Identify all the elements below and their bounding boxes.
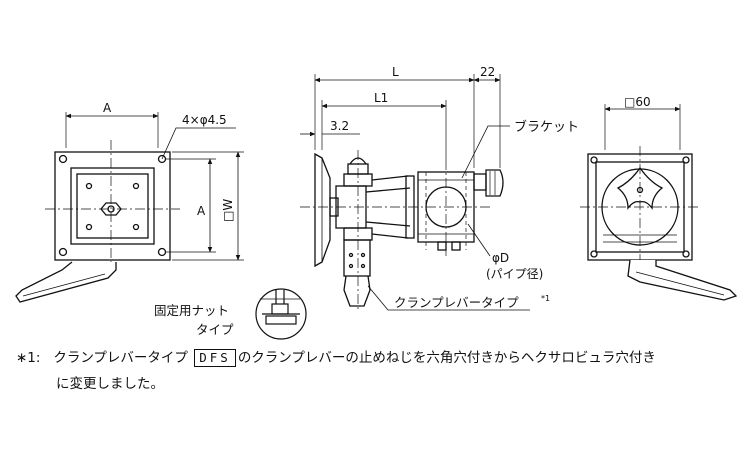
dim-l: L	[392, 65, 399, 79]
label-nut-line2: タイプ	[196, 322, 234, 337]
nut-detail	[255, 288, 307, 340]
label-clamp-note-mark: *1	[541, 294, 550, 303]
label-clamp-lever: クランプレバータイプ	[394, 295, 519, 310]
dim-a-side: A	[197, 204, 206, 218]
dim-hole-spec: 4×φ4.5	[182, 113, 227, 127]
footnote-text-after: のクランプレバーの止めねじを六角穴付きからヘクサロビュラ穴付き	[237, 350, 656, 366]
dim-22: 22	[480, 65, 495, 79]
footnote-mark: ∗1:	[16, 350, 41, 366]
side-view	[300, 74, 530, 312]
label-pipe-dia: (パイプ径)	[486, 267, 543, 281]
label-nut-line1: 固定用ナット	[154, 303, 229, 318]
dim-3-2: 3.2	[330, 119, 349, 133]
dim-w: □W	[221, 199, 235, 222]
product-code-box: DFS	[194, 349, 236, 367]
label-bracket: ブラケット	[514, 119, 579, 135]
footnote-text-before: クランプレバータイプ	[53, 350, 188, 366]
rear-view	[580, 104, 738, 301]
dim-a-top: A	[103, 101, 112, 115]
dim-l1: L1	[374, 91, 388, 105]
footnote-line-2: に変更しました。	[56, 376, 164, 392]
dim-60: □60	[624, 95, 651, 109]
front-view	[15, 112, 244, 303]
label-pipe-d: φD	[492, 251, 509, 265]
